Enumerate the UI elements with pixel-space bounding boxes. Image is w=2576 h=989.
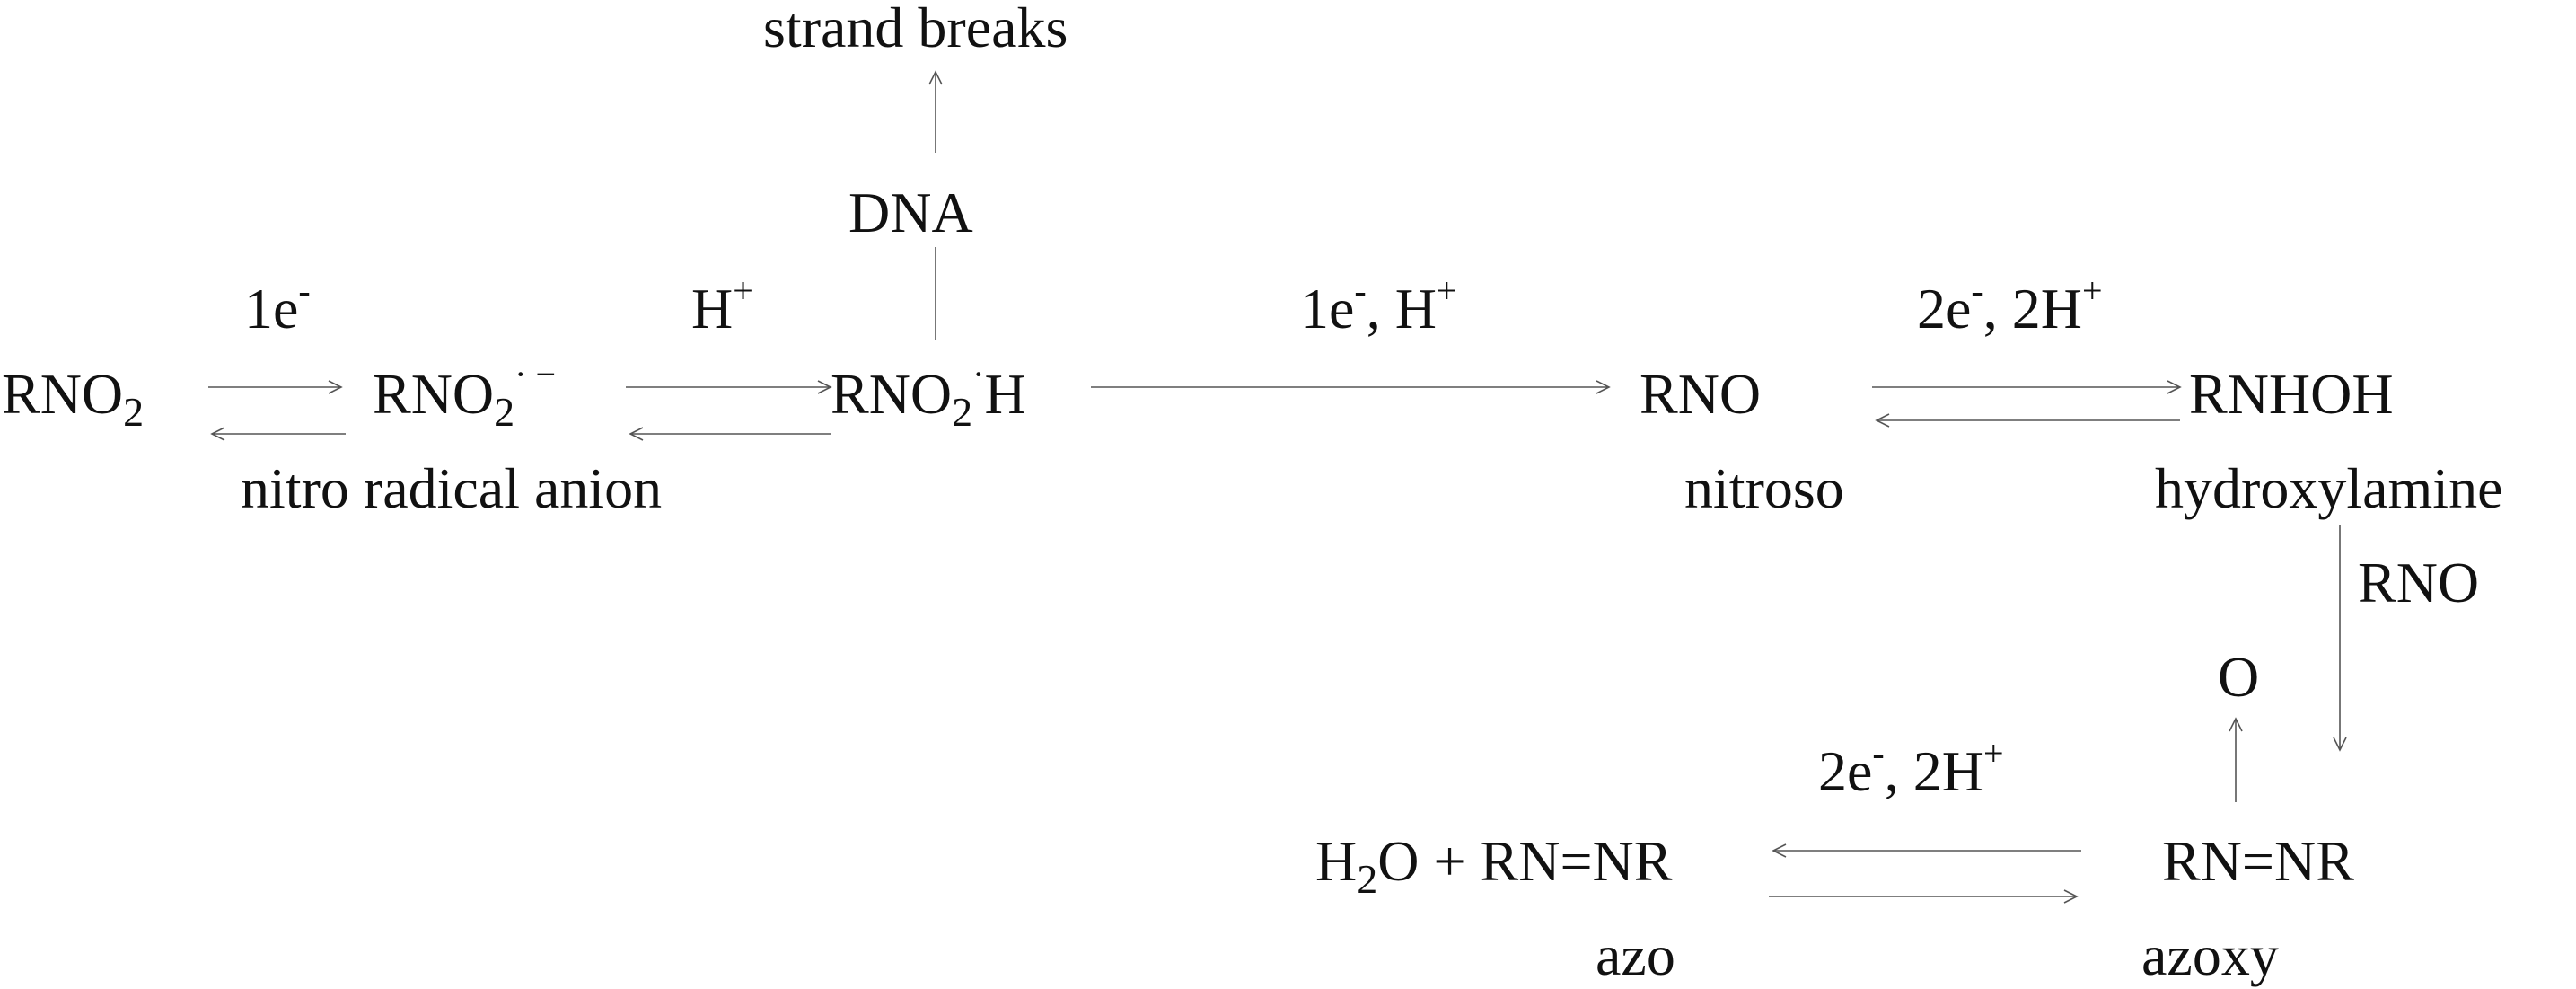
species-azoxy: RN=NR [2162, 829, 2354, 893]
species-nitro-radical-anion: RNO2· − [373, 354, 556, 435]
species-azo: H2O + RN=NR [1315, 829, 1673, 902]
condition-step1: 1e- [244, 270, 311, 340]
arrow-step5 [2333, 525, 2347, 752]
species-rno2: RNO2 [2, 362, 144, 435]
species-dna: DNA [848, 181, 973, 244]
arrow-step3 [1091, 380, 1611, 394]
equilibrium-arrow-step2 [626, 380, 832, 441]
species-o: O [2218, 645, 2259, 709]
species-strand-breaks: strand breaks [763, 0, 1068, 59]
condition-step6: 2e-, 2H+ [1818, 733, 2004, 803]
label-azoxy: azoxy [2141, 923, 2279, 987]
equilibrium-arrow-step6 [1769, 843, 2081, 904]
arrow-azoxy-to-o [2229, 717, 2243, 802]
equilibrium-arrow-step4 [1872, 380, 2182, 428]
condition-step2: H+ [691, 270, 753, 340]
label-hydroxylamine: hydroxylamine [2155, 456, 2502, 520]
species-protonated-radical: RNO2·H [831, 354, 1026, 435]
condition-step5: RNO [2358, 551, 2479, 614]
arrow-dna-to-strand-breaks [928, 70, 943, 153]
species-hydroxylamine: RNHOH [2189, 362, 2394, 426]
species-nitroso: RNO [1640, 362, 1761, 426]
equilibrium-arrow-step1 [208, 380, 346, 441]
label-azo: azo [1596, 923, 1675, 987]
condition-step3: 1e-, H+ [1300, 270, 1457, 340]
condition-step4: 2e-, 2H+ [1917, 270, 2103, 340]
label-nitro-radical-anion: nitro radical anion [241, 456, 662, 520]
label-nitroso: nitroso [1684, 456, 1844, 520]
